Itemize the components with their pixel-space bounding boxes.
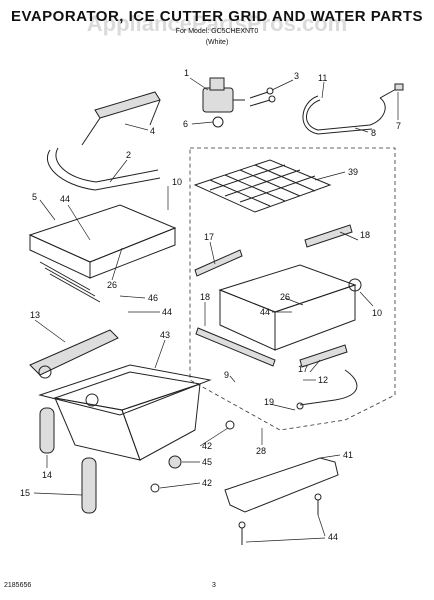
handle-part xyxy=(46,147,161,191)
screw-part xyxy=(249,87,276,107)
bracket-part xyxy=(81,91,161,146)
callout-label: 45 xyxy=(202,457,212,467)
callout-label: 17 xyxy=(204,232,214,242)
callout-label: 10 xyxy=(372,308,382,318)
document-number: 2185656 xyxy=(4,582,32,589)
front-panel-part xyxy=(224,457,339,513)
callout-label: 4 xyxy=(150,126,155,136)
callout-label: 12 xyxy=(318,375,328,385)
lower-screw-part xyxy=(238,493,322,545)
fastener-part xyxy=(150,402,304,493)
callout-label: 18 xyxy=(200,292,210,302)
callout-label: 15 xyxy=(20,488,30,498)
callout-label: 5 xyxy=(32,192,37,202)
water-valve-part xyxy=(202,77,245,128)
evaporator-tray-part xyxy=(28,204,177,303)
callout-label: 44 xyxy=(60,194,70,204)
callout-label: 41 xyxy=(343,450,353,460)
callout-label: 42 xyxy=(202,441,212,451)
ice-cutter-grid-part xyxy=(193,159,332,213)
callout-label: 13 xyxy=(30,310,40,320)
callout-label: 18 xyxy=(360,230,370,240)
callout-label: 8 xyxy=(371,128,376,138)
diagram-title: EVAPORATOR, ICE CUTTER GRID AND WATER PA… xyxy=(10,8,424,25)
callout-label: 14 xyxy=(42,470,52,480)
callout-label: 39 xyxy=(348,167,358,177)
page-number: 3 xyxy=(212,582,216,589)
callout-label: 43 xyxy=(160,330,170,340)
callout-label: 26 xyxy=(280,292,290,302)
water-tube-part xyxy=(302,83,404,135)
callout-label: 42 xyxy=(202,478,212,488)
callout-label: 11 xyxy=(318,73,327,83)
callout-labels: 1 3 11 6 7 4 8 2 39 10 5 44 17 18 26 46 … xyxy=(20,68,401,542)
callout-label: 9 xyxy=(224,370,229,380)
cutter-grid-frame-part xyxy=(218,264,362,351)
color-subtitle: (White) xyxy=(205,39,229,46)
callout-label: 17 xyxy=(298,364,308,374)
callout-label: 1 xyxy=(184,68,189,78)
grid-bracket-part xyxy=(194,224,353,277)
callout-label: 26 xyxy=(107,280,117,290)
callout-label: 2 xyxy=(126,150,131,160)
evaporator-assembly-boundary xyxy=(189,147,396,431)
callout-label: 44 xyxy=(328,532,338,542)
callout-label: 46 xyxy=(148,293,158,303)
callout-label: 6 xyxy=(183,119,188,129)
callout-label: 44 xyxy=(162,307,172,317)
callout-label: 7 xyxy=(396,121,401,131)
callout-label: 3 xyxy=(294,71,299,81)
lower-bracket-part xyxy=(195,327,358,406)
ice-bin-part xyxy=(38,364,212,461)
callout-label: 10 xyxy=(172,177,182,187)
callout-label: 28 xyxy=(256,446,266,456)
callout-label: 44 xyxy=(260,307,270,317)
leader-lines xyxy=(33,77,399,543)
bin-bracket-part xyxy=(29,329,119,379)
model-subtitle: For Model: GC5CHEXNT0 xyxy=(175,28,259,35)
callout-label: 19 xyxy=(264,397,274,407)
bin-legs-part xyxy=(39,407,97,514)
